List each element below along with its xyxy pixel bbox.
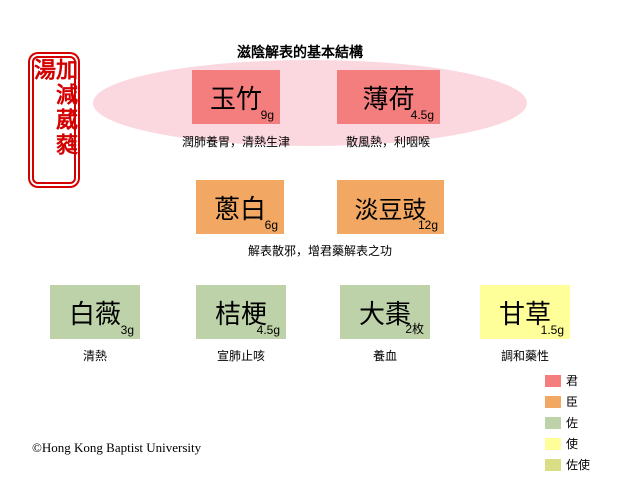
- legend-label: 佐使: [566, 458, 591, 472]
- diagram-title: 滋陰解表的基本結構: [237, 46, 363, 61]
- legend-row-minister: 臣: [545, 393, 590, 410]
- legend-row-envoy: 使: [545, 435, 590, 452]
- legend-swatch-assistant-envoy: [545, 458, 561, 471]
- herb-name: 甘草: [498, 299, 551, 329]
- herb-name: 薄荷: [362, 84, 415, 114]
- herb-name: 蔥白: [213, 194, 266, 224]
- herb-dose: 9g: [260, 108, 274, 122]
- herb-box-dazao: 大棗 2枚: [340, 285, 430, 339]
- copyright-text: ©Hong Kong Baptist University: [32, 440, 202, 455]
- legend-label: 君: [566, 374, 579, 388]
- herb-function-caption: 清熱: [82, 349, 107, 363]
- legend-label: 使: [566, 437, 579, 451]
- herb-dose: 4.5g: [256, 323, 280, 337]
- herb-box-jiegeng: 桔梗 4.5g: [196, 285, 286, 339]
- herb-dose: 1.5g: [540, 323, 564, 337]
- herb-box-baiwei: 白薇 3g: [50, 285, 140, 339]
- herb-function-caption: 宣肺止咳: [216, 349, 265, 363]
- legend-swatch-minister: [545, 395, 561, 408]
- herb-function-caption: 潤肺養胃，清熱生津: [181, 135, 290, 149]
- herb-box-gancao: 甘草 1.5g: [480, 285, 570, 339]
- minister-group-caption: 解表散邪，增君藥解表之功: [247, 244, 392, 258]
- herb-name: 玉竹: [209, 84, 262, 114]
- herb-dose: 12g: [417, 218, 438, 232]
- herb-function-caption: 養血: [372, 349, 397, 363]
- legend-label: 佐: [566, 416, 579, 430]
- legend-swatch-assistant: [545, 416, 561, 429]
- legend-row-assistant-envoy: 佐使: [545, 456, 590, 473]
- herb-name: 桔梗: [214, 299, 267, 329]
- herb-name: 淡豆豉: [354, 197, 427, 224]
- herb-name: 白薇: [68, 299, 121, 329]
- legend-label: 臣: [566, 395, 579, 409]
- herb-box-congbai: 蔥白 6g: [196, 180, 284, 234]
- role-legend: 君 臣 佐 使 佐使: [545, 372, 590, 473]
- legend-swatch-monarch: [545, 374, 561, 387]
- herb-dose: 6g: [264, 218, 278, 232]
- legend-row-monarch: 君: [545, 372, 590, 389]
- herb-dose: 4.5g: [410, 108, 434, 122]
- herb-box-yuzhu: 玉竹 9g: [192, 70, 280, 124]
- herb-box-dandouchi: 淡豆豉 12g: [337, 180, 444, 234]
- herb-dose: 3g: [120, 323, 134, 337]
- legend-row-assistant: 佐: [545, 414, 590, 431]
- herb-box-bohe: 薄荷 4.5g: [337, 70, 440, 124]
- herb-name: 大棗: [358, 299, 411, 329]
- herb-function-caption: 散風熱，利咽喉: [345, 135, 430, 149]
- formula-seal: 加減葳蕤湯: [31, 56, 78, 184]
- formula-seal-text: 加減葳蕤湯: [31, 58, 78, 158]
- monarch-group-ellipse: [93, 60, 527, 146]
- herb-dose: 2枚: [405, 322, 424, 336]
- legend-swatch-envoy: [545, 437, 561, 450]
- herb-function-caption: 調和藥性: [500, 349, 549, 363]
